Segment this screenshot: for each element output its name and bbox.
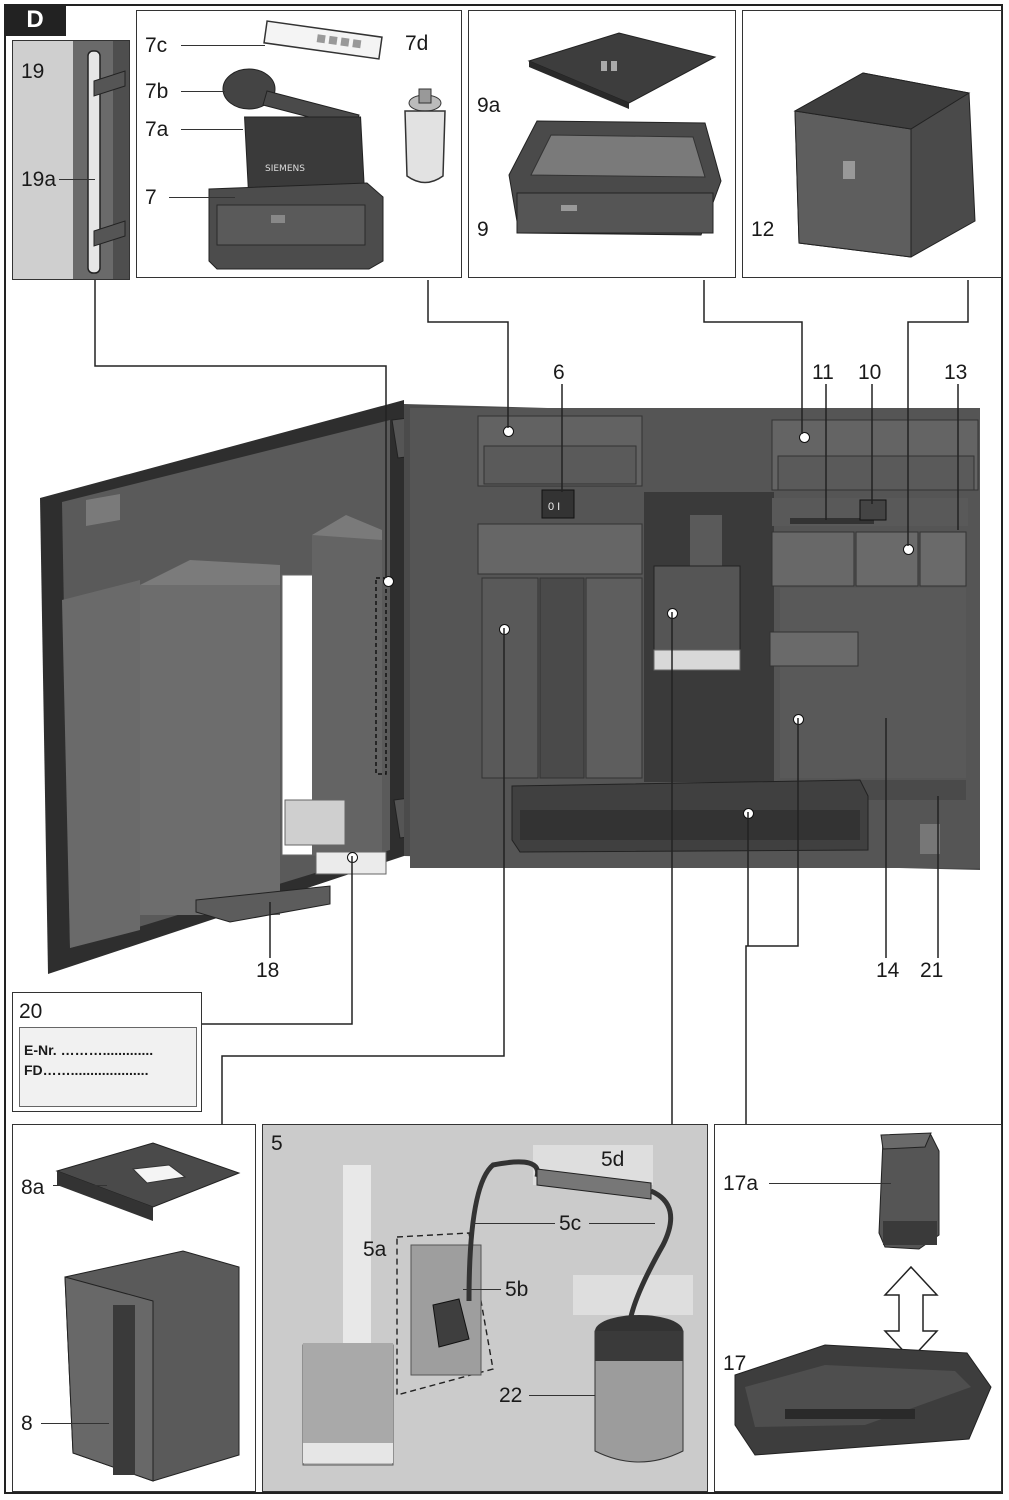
leader-7c (181, 45, 265, 46)
label-7d: 7d (405, 32, 429, 55)
brand-text: SIEMENS (265, 164, 305, 174)
leader-22 (529, 1395, 595, 1396)
panel-milk-system: 5 5d 5c 5a 5b 22 (262, 1124, 708, 1492)
label-17a: 17a (723, 1172, 759, 1195)
switch-text: 0 I (548, 501, 560, 513)
label-7b: 7b (145, 80, 169, 103)
panel-rating-plate: 20 E-Nr. ………............. FD……..........… (12, 992, 202, 1112)
enr-line: E-Nr. ………............. (24, 1042, 154, 1058)
leader-8 (41, 1423, 109, 1424)
water-tank-illustration (793, 72, 976, 258)
callout-dot-20 (347, 852, 358, 863)
label-8: 8 (21, 1412, 33, 1435)
callout-dot-7 (503, 426, 514, 437)
label-5a: 5a (363, 1238, 387, 1261)
label-14: 14 (876, 959, 900, 982)
callout-dot-8 (499, 624, 510, 635)
label-18: 18 (256, 959, 280, 982)
label-5d: 5d (601, 1148, 625, 1171)
leader-7b (181, 91, 225, 92)
leader-8a (53, 1185, 107, 1186)
label-7: 7 (145, 186, 157, 209)
label-22: 22 (499, 1384, 523, 1407)
leader-17a (769, 1183, 891, 1184)
panel-accessories: SIEMENS 7c 7d 7b 7a 7 (136, 10, 462, 278)
label-9a: 9a (477, 94, 501, 117)
leader-7a (181, 129, 243, 130)
label-12: 12 (751, 218, 775, 241)
callout-dot-12 (903, 544, 914, 555)
label-8a: 8a (21, 1176, 45, 1199)
leader-5b (463, 1289, 501, 1290)
milk-system-illustration (263, 1125, 707, 1491)
label-13: 13 (944, 361, 968, 384)
label-11: 11 (812, 361, 834, 384)
callout-dot-17 (743, 808, 754, 819)
panel-water-tank-detail: 8a 8 (12, 1124, 256, 1492)
label-7c: 7c (145, 34, 168, 57)
leader-5c-right (589, 1223, 655, 1224)
callout-dot-17a (793, 714, 804, 725)
label-20: 20 (19, 1000, 43, 1023)
panel-door-handle: 19 19a (12, 40, 130, 280)
door-handle-illustration (73, 41, 129, 279)
panel-water-tank: 12 (742, 10, 1002, 278)
leader-5c-left (475, 1223, 555, 1224)
figure-frame (4, 4, 1003, 1494)
callout-dot-9 (799, 432, 810, 443)
callout-dot-5 (667, 608, 678, 619)
leader-7 (169, 197, 235, 198)
label-7a: 7a (145, 118, 169, 141)
label-21: 21 (920, 959, 944, 982)
label-10: 10 (858, 361, 882, 384)
figure-tag: D (4, 4, 66, 36)
callout-dot-19 (383, 576, 394, 587)
label-9: 9 (477, 218, 489, 241)
label-19: 19 (21, 60, 45, 83)
panel-drip-tray: 17a 17 (714, 1124, 1002, 1492)
label-5b: 5b (505, 1278, 529, 1301)
label-19a: 19a (21, 168, 57, 191)
leader-19a (59, 179, 95, 180)
label-17: 17 (723, 1352, 747, 1375)
rating-plate: E-Nr. ………............. FD…….............… (19, 1027, 197, 1107)
accessories-illustration: SIEMENS (208, 20, 446, 270)
grounds-container-illustration (508, 32, 722, 236)
label-6: 6 (553, 361, 565, 384)
drip-tray-illustration (734, 1132, 992, 1456)
label-5: 5 (271, 1132, 283, 1155)
label-5c: 5c (559, 1212, 582, 1235)
fd-line: FD…….................... (24, 1062, 149, 1078)
water-tank-detail-illustration (55, 1142, 241, 1482)
panel-grounds-container: 9a 9 (468, 10, 736, 278)
